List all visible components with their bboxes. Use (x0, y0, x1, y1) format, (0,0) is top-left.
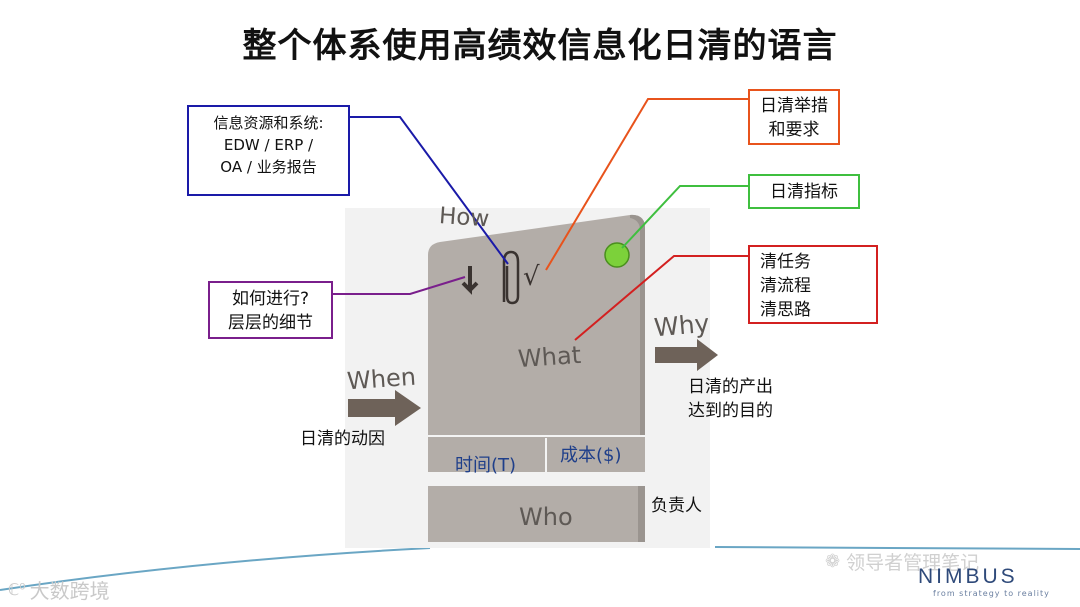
down-arrow-icon (461, 266, 479, 295)
indicator-text: 日清指标 (770, 182, 838, 202)
how-detail-callout: 如何进行? 层层的细节 (208, 281, 333, 339)
paperclip-icon (502, 250, 520, 305)
swoosh-line-right (714, 546, 1080, 550)
measures-connector (545, 98, 748, 271)
clear-line-3: 清思路 (760, 300, 811, 320)
info-system-connector (350, 116, 509, 265)
how-detail-line-2: 层层的细节 (228, 313, 313, 333)
when-arrow (348, 390, 421, 426)
nimbus-tagline: from strategy to reality (933, 589, 1050, 598)
info-system-line-3: OA / 业务报告 (220, 158, 317, 176)
measures-callout: 日清举措 和要求 (748, 89, 840, 145)
check-mark-icon: √ (523, 262, 540, 292)
indicator-callout: 日清指标 (748, 174, 860, 209)
measures-line-2: 和要求 (768, 120, 820, 140)
who-label: Who (519, 503, 573, 531)
wechat-watermark: ❁ 领导者管理笔记 (825, 548, 979, 575)
wechat-icon: ❁ (825, 551, 841, 572)
info-system-line-1: 信息资源和系统: (213, 114, 324, 132)
card-upper-side (630, 214, 645, 462)
watermark-logo-icon: ℂ⁰ (8, 580, 26, 599)
indicator-dot (604, 242, 630, 268)
clear-line-1: 清任务 (760, 252, 811, 272)
nimbus-logo: NIMBUS (918, 565, 1018, 588)
wechat-account-name: 领导者管理笔记 (846, 552, 980, 574)
how-detail-connector (333, 276, 466, 295)
clear-line-2: 清流程 (760, 276, 811, 296)
how-label: How (438, 203, 491, 233)
info-system-callout: 信息资源和系统: EDW / ERP / OA / 业务报告 (187, 105, 350, 196)
why-label: Why (652, 308, 711, 343)
card-metric-band (428, 437, 645, 472)
indicator-connector (621, 185, 748, 249)
why-arrow (655, 339, 718, 371)
cost-metric: 成本($) (560, 445, 622, 466)
how-detail-line-1: 如何进行? (231, 289, 310, 309)
watermark-left: ℂ⁰ 大数跨境 (8, 575, 110, 604)
what-label: What (517, 340, 582, 374)
swoosh-line-left (0, 547, 431, 591)
when-label: When (346, 362, 417, 396)
when-description: 日清的动因 (300, 429, 385, 449)
measures-line-1: 日清举措 (760, 96, 828, 116)
card-lower-side (638, 486, 645, 542)
card-upper (428, 214, 645, 462)
info-system-line-2: EDW / ERP / (223, 136, 314, 154)
card-lower (428, 486, 645, 542)
time-metric: 时间(T) (455, 455, 517, 476)
why-description: 日清的产出 达到的目的 (688, 375, 773, 423)
why-description-line-1: 日清的产出 (688, 377, 773, 397)
clear-connector (574, 255, 748, 341)
watermark-left-text: 大数跨境 (29, 579, 110, 603)
why-description-line-2: 达到的目的 (688, 401, 773, 421)
clear-callout: 清任务 清流程 清思路 (748, 245, 878, 324)
who-description: 负责人 (651, 496, 702, 516)
page-title: 整个体系使用高绩效信息化日清的语言 (242, 26, 838, 66)
